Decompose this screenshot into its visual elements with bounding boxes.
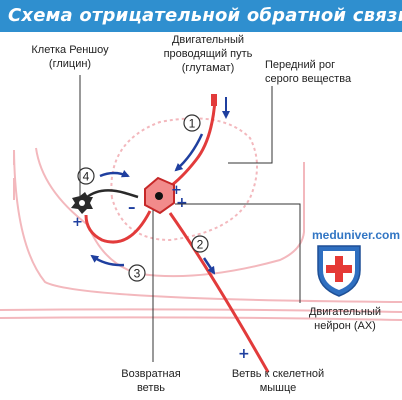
leader-lines [79, 75, 301, 362]
title-bar: Схема отрицательной обратной связи [0, 0, 402, 32]
renshaw-cell [71, 192, 93, 214]
watermark-text: meduniver.com [312, 228, 400, 242]
step-badge-1: 1 [183, 114, 201, 132]
svg-text:Ветвь к скелетной: Ветвь к скелетной [232, 368, 324, 380]
step-badge-3: 3 [128, 264, 146, 282]
spinal-cord-section [0, 117, 402, 321]
label-motor-pathway: Двигательный проводящий путь (глутамат) [164, 34, 253, 74]
svg-text:ветвь: ветвь [137, 382, 165, 394]
svg-text:проводящий путь: проводящий путь [164, 48, 253, 60]
label-muscle-branch: Ветвь к скелетной мышце [232, 368, 324, 394]
motor-pathway-fiber [164, 94, 217, 193]
arrow-step-4 [99, 169, 130, 178]
muscle-branch-axon [168, 212, 270, 373]
label-motor-neuron: Двигательный нейрон (АХ) [309, 306, 381, 332]
renshaw-inhibitory-axon [85, 189, 139, 199]
label-recurrent-branch: Возвратная ветвь [121, 368, 180, 394]
gray-matter-outline [35, 147, 305, 278]
svg-text:Возвратная: Возвратная [121, 368, 180, 380]
svg-text:Двигательный: Двигательный [309, 306, 381, 318]
arrow-step-2 [202, 257, 216, 275]
excitatory-sign-motor-pathway: + [171, 183, 182, 198]
white-matter-inner-band [0, 308, 402, 313]
inhibitory-sign: – [128, 198, 136, 216]
excitatory-sign-renshaw: + [72, 215, 83, 230]
excitatory-sign-motor-neuron: + [176, 195, 188, 211]
step-badge-2: 2 [191, 235, 209, 253]
svg-text:серого вещества: серого вещества [265, 73, 352, 85]
motor-neuron [144, 176, 175, 215]
svg-text:Клетка Реншоу: Клетка Реншоу [31, 44, 109, 56]
white-matter-outline [13, 149, 402, 303]
svg-text:(глицин): (глицин) [49, 58, 91, 70]
step-badge-4: 4 [77, 167, 95, 185]
svg-text:мышце: мышце [260, 382, 297, 394]
label-renshaw-cell: Клетка Реншоу (глицин) [31, 44, 109, 70]
svg-text:(глутамат): (глутамат) [182, 62, 235, 74]
step-number-1: 1 [189, 117, 196, 131]
step-number-3: 3 [134, 267, 141, 281]
excitatory-sign-muscle: + [238, 346, 250, 362]
motor-pathway-entry-marker [211, 94, 217, 106]
arrow-step-3 [90, 254, 125, 267]
arrow-step-1 [174, 133, 204, 172]
process-arrows [90, 97, 230, 275]
svg-text:нейрон (АХ): нейрон (АХ) [314, 320, 376, 332]
page-title: Схема отрицательной обратной связи [8, 5, 402, 26]
svg-text:Передний рог: Передний рог [265, 59, 335, 71]
label-anterior-horn: Передний рог серого вещества [265, 59, 352, 85]
step-number-2: 2 [197, 238, 204, 252]
step-number-4: 4 [83, 170, 90, 184]
svg-text:Двигательный: Двигательный [172, 34, 244, 46]
recurrent-branch [84, 210, 152, 244]
white-matter-band [0, 316, 402, 321]
anterior-horn-outline [110, 117, 258, 242]
motor-neuron-nucleus [155, 192, 163, 200]
shield-logo [317, 245, 361, 297]
